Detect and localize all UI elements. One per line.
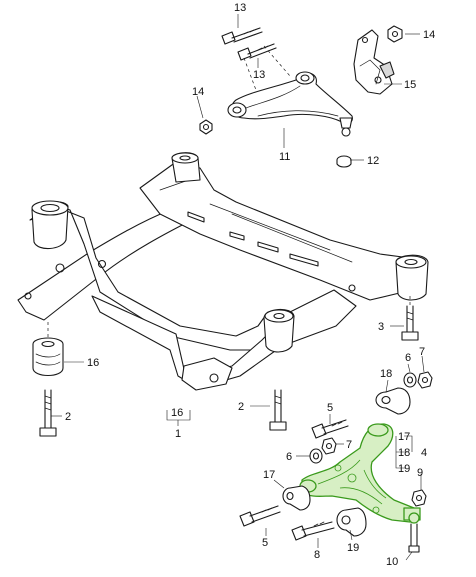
bolt-13-lower [237, 43, 277, 61]
callout-8: 8 [314, 549, 320, 561]
callout-5-lower: 5 [262, 537, 268, 549]
callout-labels: 13 13 14 14 15 11 12 16 2 16 1 2 3 18 6 … [65, 2, 435, 568]
callout-7-center: 7 [346, 439, 352, 451]
washer-6-center [309, 448, 323, 464]
callout-11: 11 [279, 151, 290, 163]
callout-16-bushing: 16 [87, 357, 99, 369]
bolt-10 [408, 523, 420, 553]
bushing-18 [375, 387, 411, 415]
callout-16-subframe: 16 [171, 407, 183, 419]
callout-6-center: 6 [286, 451, 292, 463]
callout-19-group: 19 [398, 463, 410, 475]
callout-14-left: 14 [192, 86, 204, 98]
callout-4: 4 [421, 447, 427, 459]
callout-15: 15 [404, 79, 416, 91]
bracket-15 [353, 29, 395, 95]
nut-9 [411, 489, 427, 507]
callout-3: 3 [378, 321, 384, 333]
upper-control-arm [227, 71, 353, 137]
callout-18-bushing: 18 [380, 368, 392, 380]
callout-13-upper: 13 [234, 2, 246, 14]
bolt-2-center [269, 389, 287, 431]
callout-7-right: 7 [419, 346, 425, 358]
callout-5-upper: 5 [327, 402, 333, 414]
bushing-19 [336, 507, 367, 537]
callout-6-right: 6 [405, 352, 411, 364]
nut-12 [336, 155, 352, 168]
callout-17-bushing: 17 [263, 469, 275, 481]
subframe [17, 152, 429, 391]
bushing-17 [282, 485, 311, 511]
bolt-8 [291, 521, 335, 541]
callout-12: 12 [367, 155, 379, 167]
bushing-16 [32, 337, 64, 377]
callout-13-lower: 13 [253, 69, 265, 81]
callout-9: 9 [417, 467, 423, 479]
callout-1: 1 [175, 428, 181, 440]
bolt-13-upper [221, 27, 263, 45]
callout-10: 10 [386, 556, 398, 568]
nut-7-right [417, 371, 433, 389]
nut-14-left [199, 119, 213, 135]
washer-6-right [403, 372, 417, 388]
bolt-5-lower [239, 505, 281, 527]
callout-17-group: 17 [398, 431, 410, 443]
leader-lines [51, 14, 425, 561]
callout-2-left: 2 [65, 411, 71, 423]
callout-19-bushing: 19 [347, 542, 359, 554]
bolt-2-left [39, 389, 57, 437]
nut-7-center [321, 437, 337, 455]
callout-18-group: 18 [398, 447, 410, 459]
callout-2-center: 2 [238, 401, 244, 413]
bolt-5-upper [311, 419, 349, 439]
nut-14-right [387, 25, 403, 43]
bolt-3 [401, 305, 419, 341]
callout-14-right: 14 [423, 29, 435, 41]
